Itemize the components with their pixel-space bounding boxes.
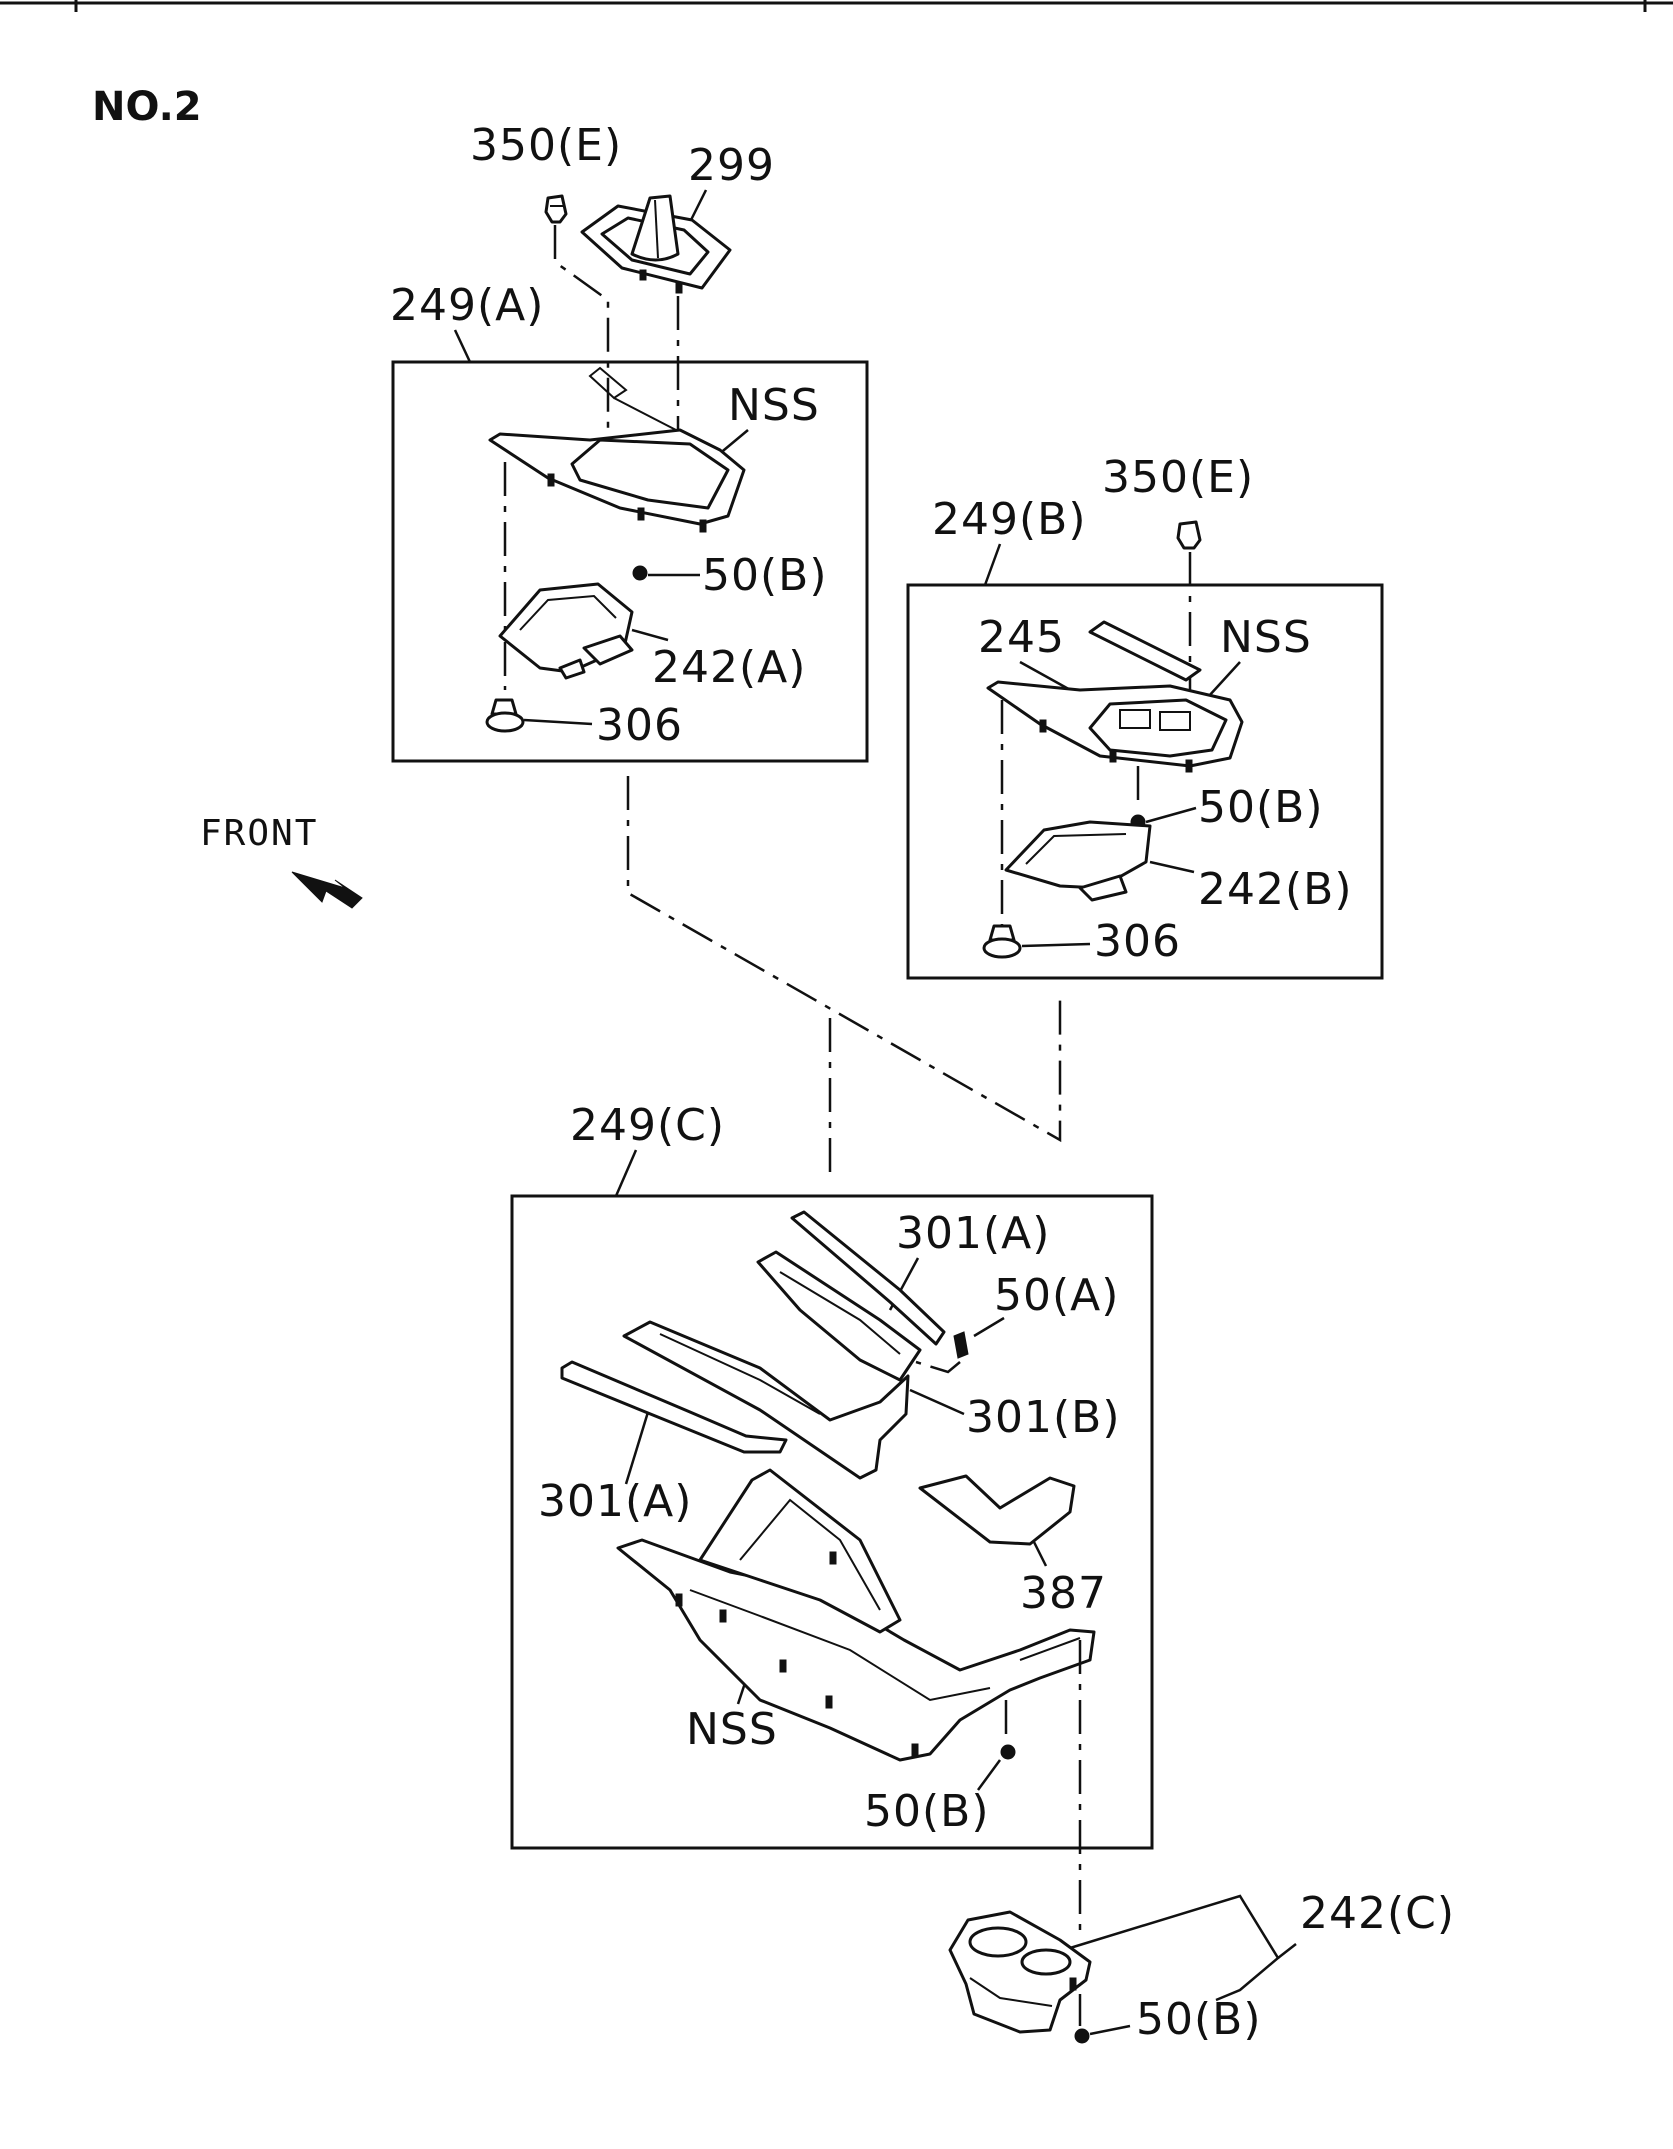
- callout-boot: 299: [688, 140, 775, 191]
- group-c-leader: [614, 1149, 638, 1197]
- callout-a-nss: NSS: [728, 380, 820, 431]
- clip-350e-b-part: [1176, 520, 1202, 550]
- c-50b-nut: [1000, 1744, 1016, 1760]
- callout-a-242: 242(A): [652, 642, 806, 693]
- screw-306-a-part: [485, 698, 525, 733]
- front-label: FRONT: [200, 813, 318, 854]
- cup-242c-bracket: [1069, 1894, 1280, 2002]
- callout-cup-50b: 50(B): [1136, 1994, 1262, 2045]
- c-50a-leader: [973, 1316, 1005, 1338]
- callout-c-387: 387: [1020, 1568, 1107, 1619]
- trim-387-part: [918, 1474, 1076, 1546]
- shift-boot-299-part: [580, 194, 732, 294]
- callout-b-50b: 50(B): [1198, 782, 1324, 833]
- a-clip-dashline: [553, 225, 610, 440]
- group-b-box: [906, 583, 1384, 980]
- cup-242c-leader: [1277, 1943, 1297, 1959]
- callout-a-306: 306: [596, 700, 683, 751]
- c-50b-leader: [976, 1759, 1002, 1791]
- callout-b-nss: NSS: [1220, 612, 1312, 663]
- callout-c-50b: 50(B): [864, 1786, 990, 1837]
- b-50b-leader: [1145, 806, 1197, 824]
- callout-c-50a: 50(A): [994, 1270, 1119, 1321]
- c-50a-dashline: [915, 1360, 961, 1374]
- callout-c-301b: 301(B): [966, 1392, 1121, 1443]
- a-242-leader: [631, 628, 669, 642]
- pocket-242a-part: [498, 582, 634, 680]
- molding-301b-part: [622, 1320, 910, 1480]
- callout-c-nss: NSS: [686, 1704, 778, 1755]
- callout-cup-242c: 242(C): [1300, 1888, 1455, 1939]
- callout-b-306: 306: [1094, 916, 1181, 967]
- bezel-a-part: [488, 366, 746, 533]
- b-306-leader: [1021, 942, 1091, 948]
- cup-50b-nut: [1074, 2028, 1090, 2044]
- c-301a-left-leader: [624, 1411, 650, 1485]
- center-console-part: [616, 1468, 1096, 1762]
- group-a-box: [391, 360, 869, 763]
- boot-leader: [688, 189, 708, 223]
- group-a-leader: [453, 329, 472, 363]
- screw-306-b-part: [982, 924, 1022, 959]
- callout-a-50b: 50(B): [702, 550, 828, 601]
- a-306-leader: [523, 718, 593, 726]
- pocket-242b-part: [1004, 820, 1152, 902]
- group-c-label: 249(C): [570, 1100, 725, 1151]
- front-arrow-icon: [291, 871, 363, 909]
- connector-a-to-c: [626, 776, 1062, 1143]
- callout-b-245: 245: [978, 612, 1065, 663]
- bezel-b-part: [986, 620, 1244, 773]
- group-c-box: [510, 1194, 1154, 1850]
- callout-b-242: 242(B): [1198, 864, 1353, 915]
- group-a-label: 249(A): [390, 280, 544, 331]
- group-b-label: 249(B): [932, 494, 1087, 545]
- c-301b-leader: [909, 1388, 965, 1416]
- callout-b-clip: 350(E): [1102, 452, 1254, 503]
- page-title: NO.2: [92, 84, 202, 130]
- cup-50b-leader: [1089, 2024, 1131, 2036]
- callout-c-301a-top: 301(A): [896, 1208, 1050, 1259]
- clip-350e-part: [544, 194, 568, 224]
- b-242-leader: [1149, 860, 1195, 874]
- group-b-leader: [983, 543, 1002, 586]
- cup-holder-242c-part: [948, 1910, 1092, 2034]
- a-50b-nut: [632, 565, 648, 581]
- callout-c-301a-left: 301(A): [538, 1476, 692, 1527]
- c-50a-clip: [953, 1331, 969, 1359]
- molding-301a-top-part: [756, 1210, 946, 1382]
- molding-301a-left-part: [560, 1360, 788, 1454]
- callout-a-clip: 350(E): [470, 120, 622, 171]
